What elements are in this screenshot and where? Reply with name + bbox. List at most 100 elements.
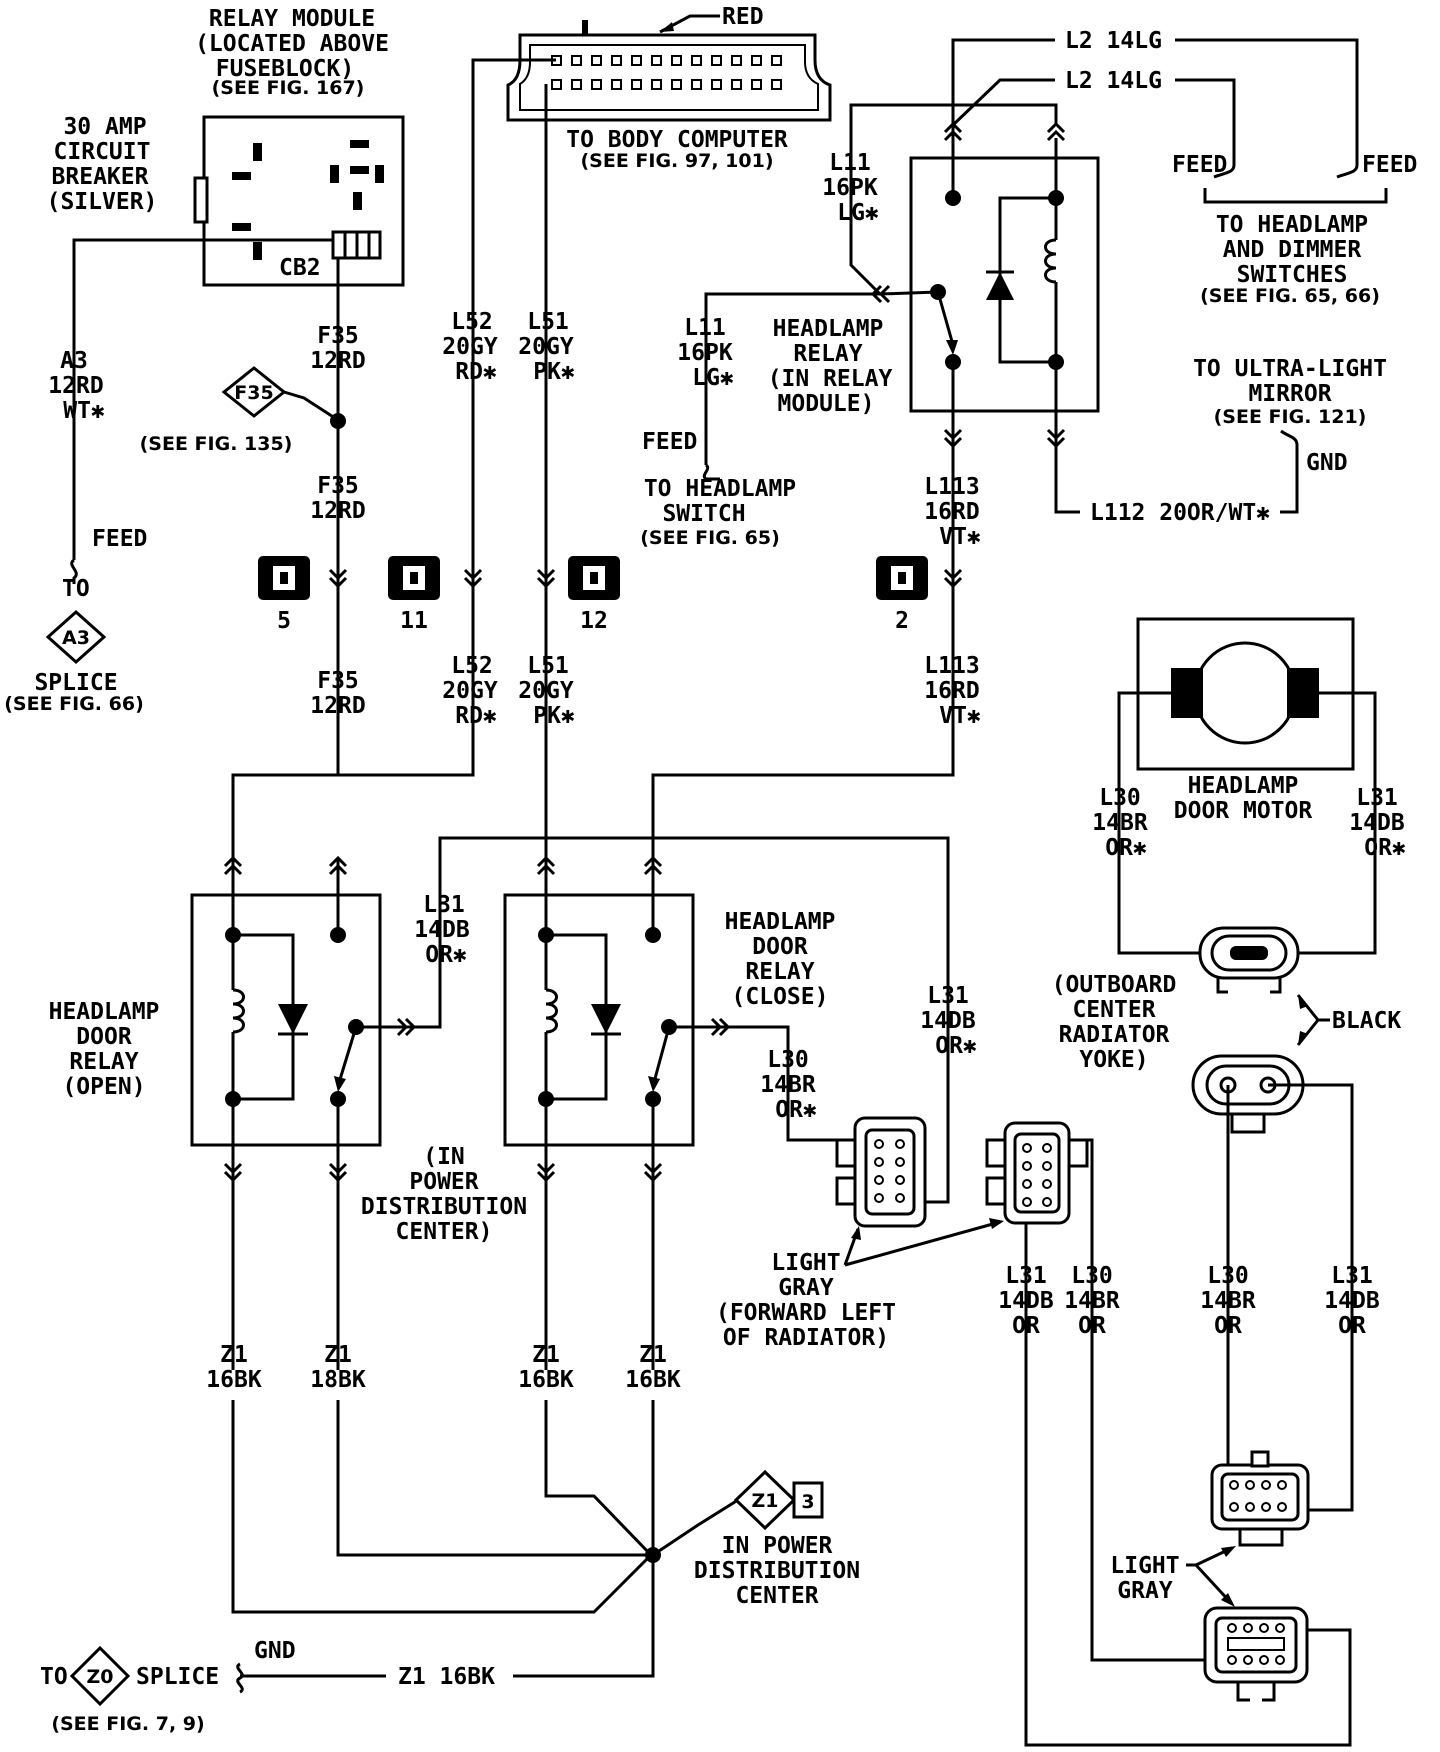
dimmer-label-1: TO HEADLAMP [1216,212,1368,238]
body-computer-connector [506,20,832,122]
wire-l11 [849,103,1058,296]
l30-motor-1: L30 [1099,785,1141,811]
z0-diamond [69,1645,131,1707]
wire-l31-open [356,836,950,1204]
wire-l31-right [1268,1083,1354,1512]
l31-mid-3: OR [1012,1313,1040,1339]
feed-break-switch [702,463,720,481]
relay-close-label-1: HEADLAMP [725,909,836,935]
connector-chevrons [223,121,1066,1183]
l30-motor-3: OR✱ [1105,835,1147,861]
terminal [330,165,339,183]
l113-low-1: L113 [924,653,979,679]
l31-right-2: 14DB [1324,1288,1380,1314]
connector-pin-row [551,79,782,90]
wire-a3 [72,238,333,560]
feed-left-label: FEED [1172,152,1227,178]
headlamp-relay-label-2: RELAY [793,341,862,367]
l31-close-2: 14DB [920,1008,976,1034]
relay-open-label-1: HEADLAMP [49,999,160,1025]
switch-arrow [648,1076,660,1092]
l52-low-2: 20GY [442,678,498,704]
l51-top-3: PK✱ [533,359,575,385]
l31-close-1: L31 [927,983,969,1009]
pdc-label-1: (IN [423,1144,465,1170]
light-gray-leader [844,1220,1001,1267]
wire-l113-low [651,530,955,858]
motor-label-2: DOOR MOTOR [1174,798,1313,824]
relay-open-label-2: DOOR [76,1024,132,1050]
l31-right-1: L31 [1331,1263,1373,1289]
wire-l31-motor [1287,691,1377,955]
connector-12: 12 [568,556,620,634]
gnd-z0-label: GND [254,1638,296,1664]
breaker-label-3: BREAKER [52,164,149,190]
to-label: TO [62,576,90,602]
l30-mid-2: 14BR [1064,1288,1120,1314]
headlamp-relay-box [909,156,1100,413]
relay-inner-loop [233,933,295,1101]
feed-right-label: FEED [1362,152,1417,178]
l30-right-2: 14BR [1200,1288,1256,1314]
z0-tag: Z0 [87,1666,114,1688]
switch-arrow [334,1076,346,1092]
l113-top-2: 16RD [924,499,979,525]
breaker-label-2: CIRCUIT [54,139,151,165]
l31-motor-3: OR✱ [1364,835,1406,861]
dimmer-label-3: SWITCHES [1237,262,1348,288]
in-pdc-2: DISTRIBUTION [694,1558,860,1584]
terminal [375,165,384,183]
relay-contact [330,927,346,943]
l30-right-1: L30 [1207,1263,1249,1289]
red-arrow [660,22,674,32]
outboard-label-4: YOKE) [1079,1047,1148,1073]
z1-c-1: Z1 [532,1342,560,1368]
z1-b-2: 18BK [310,1367,366,1393]
relay-contact [645,927,661,943]
in-pdc-1: IN POWER [722,1533,833,1559]
a3-label-3: WT✱ [63,398,105,424]
terminal [350,140,369,148]
splice-a3-diamond [45,609,107,665]
relay-close-label-2: DOOR [752,934,808,960]
l31-motor-1: L31 [1356,785,1398,811]
l31-open-1: L31 [423,892,465,918]
wire-l31-mid [1024,1223,1352,1747]
wire-l30-motor [1117,691,1203,955]
splice-ref: (SEE FIG. 66) [4,693,144,715]
outboard-label-2: CENTER [1072,997,1155,1023]
in-pdc-3: CENTER [735,1583,818,1609]
mirror-ref: (SEE FIG. 121) [1214,406,1367,428]
to-z0-label: TO [40,1664,68,1690]
f35-low-2: 12RD [310,693,365,719]
relay-module-ref: (SEE FIG. 167) [212,77,365,99]
motor-symbol [1193,641,1297,745]
feed-break-a3 [70,558,78,584]
headlamp-relay-label-1: HEADLAMP [773,316,884,342]
z1-b-1: Z1 [324,1342,352,1368]
relay-diode [278,1004,308,1034]
a3-label-1: A3 [60,348,88,374]
conn-5-label: 5 [277,608,291,634]
gnd-mirror-label: GND [1306,450,1348,476]
l112-label: L112 20OR/WT✱ [1090,500,1270,526]
headlamp-relay-label-4: MODULE) [778,391,875,417]
terminal [350,166,369,174]
feed-break [1213,164,1236,179]
wire-l2-a [951,38,1055,138]
dimmer-ref: (SEE FIG. 65, 66) [1200,285,1380,307]
outboard-label-3: RADIATOR [1059,1022,1170,1048]
light-gray-connector-b [985,1121,1089,1225]
wire-l2-b-right [1175,78,1236,165]
dimmer-label-2: AND DIMMER [1223,237,1362,263]
motor-connector-bottom [1191,1054,1305,1134]
outboard-label-1: (OUTBOARD [1052,972,1177,998]
black-label: BLACK [1332,1008,1401,1034]
f35-top-1: F35 [317,323,359,349]
relay-coil [545,988,558,1034]
black-arrow [1298,1031,1308,1045]
door-relay-close-box [503,893,695,1147]
light-gray-left-1: LIGHT [771,1250,840,1276]
pdc-label-3: DISTRIBUTION [361,1194,527,1220]
breaker-tab [193,176,209,224]
